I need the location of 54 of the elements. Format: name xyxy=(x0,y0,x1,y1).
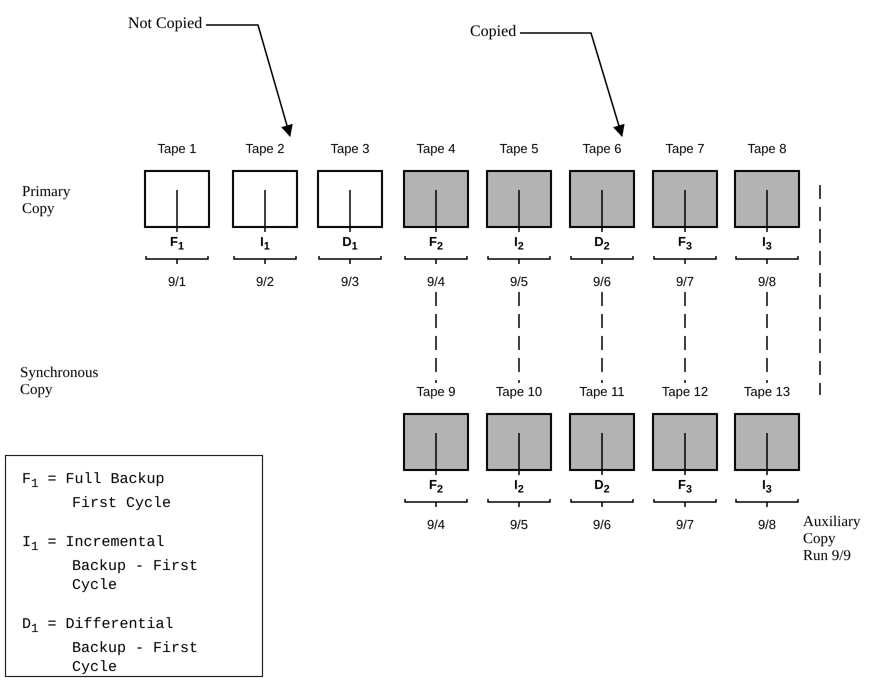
connector-line xyxy=(518,292,520,383)
date-label: 9/6 xyxy=(592,516,612,534)
backup-type-label: I$_{1}$ xyxy=(259,234,271,255)
callout-text: Not Copied xyxy=(128,14,202,34)
tape-label: Tape 10 xyxy=(494,383,544,401)
row-label: Primary Copy xyxy=(22,184,72,218)
backup-type-label: F$_{3}$ xyxy=(677,234,693,255)
tape-label: Tape 9 xyxy=(415,383,457,401)
tape-label: Tape 12 xyxy=(660,383,710,401)
date-label: 9/4 xyxy=(426,516,446,534)
backup-type-label: D$_{1}$ xyxy=(341,234,359,255)
date-label: 9/8 xyxy=(756,273,778,291)
tape-label: Tape 3 xyxy=(329,140,371,158)
date-label: 9/1 xyxy=(166,273,188,291)
backup-type-label: I$_{3}$ xyxy=(761,477,773,498)
backup-type-label: I$_{2}$ xyxy=(513,477,525,498)
callout-text: Copied xyxy=(470,22,516,42)
tape-label: Tape 5 xyxy=(498,140,540,158)
connector-line xyxy=(684,292,686,383)
backup-type-label: F$_{2}$ xyxy=(428,234,444,255)
key-box xyxy=(5,455,263,677)
date-label: 9/7 xyxy=(674,516,696,534)
date-label: 9/2 xyxy=(254,273,276,291)
date-label: 9/3 xyxy=(340,273,360,291)
backup-type-label: I$_{2}$ xyxy=(513,234,525,255)
row-label: Synchronous Copy xyxy=(20,365,100,399)
tape-label: Tape 7 xyxy=(664,140,706,158)
date-label: 9/5 xyxy=(508,273,530,291)
backup-type-label: F$_{3}$ xyxy=(677,477,693,498)
connector-line xyxy=(766,292,768,383)
key-entry: I$_{1}$ = Incremental Backup - First Cycle xyxy=(21,533,200,595)
backup-type-label: F$_{1}$ xyxy=(169,234,185,255)
date-label: 9/5 xyxy=(508,516,530,534)
row-label: Auxiliary Copy Run 9/9 xyxy=(803,514,862,565)
tape-label: Tape 2 xyxy=(244,140,286,158)
tape-label: Tape 11 xyxy=(578,383,626,401)
tape-label: Tape 6 xyxy=(581,140,623,158)
arrow xyxy=(520,32,625,137)
arrow xyxy=(206,24,293,137)
key-entry: D$_{1}$ = Differential Backup - First Cycle xyxy=(21,615,200,677)
backup-type-label: D$_{2}$ xyxy=(593,477,611,498)
connector-line xyxy=(435,292,437,383)
tape-label: Tape 4 xyxy=(415,140,457,158)
date-label: 9/7 xyxy=(674,273,696,291)
key-entry: F$_{1}$ = Full Backup First Cycle xyxy=(21,470,172,513)
tape-label: Tape 8 xyxy=(746,140,788,158)
backup-type-label: F$_{2}$ xyxy=(428,477,444,498)
connector-line xyxy=(601,292,603,383)
backup-type-label: I$_{3}$ xyxy=(761,234,773,255)
tape-label: Tape 13 xyxy=(742,383,792,401)
date-label: 9/6 xyxy=(592,273,612,291)
tape-label: Tape 1 xyxy=(156,140,198,158)
backup-type-label: D$_{2}$ xyxy=(593,234,611,255)
date-label: 9/4 xyxy=(426,273,446,291)
